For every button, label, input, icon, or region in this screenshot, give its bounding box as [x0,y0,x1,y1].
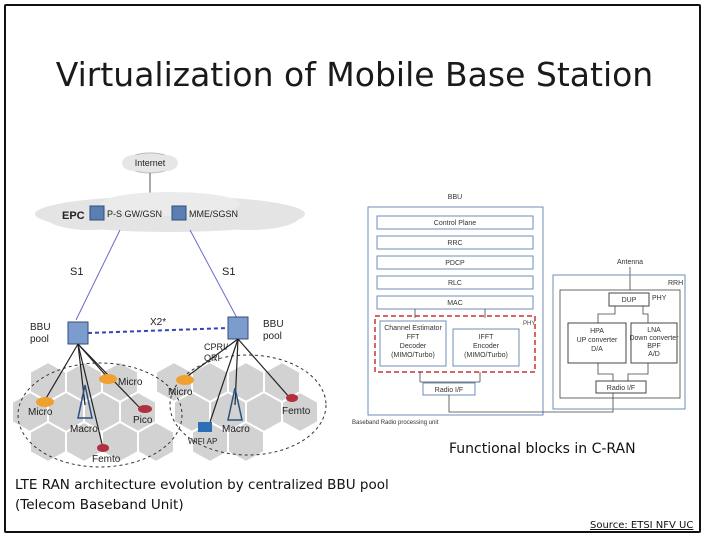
rrh-phy-box [559,289,681,399]
internet-label: Internet [135,158,166,168]
mme-label: MME/SGSN [189,209,238,219]
cell-label-pico: Pico [133,415,153,426]
cell-label-femto: Femto [282,406,311,417]
ch-est-line: Decoder [400,343,427,350]
ch-est-line: FFT [407,334,421,341]
cell-label-macro: Macro [222,424,250,435]
bbu-box [367,206,544,416]
cran-caption: Functional blocks in C-RAN [449,441,636,457]
layer-label: MAC [447,300,463,307]
bbu-left-label: BBU [30,322,51,333]
lna-box [630,322,678,364]
rrh-radio-if-label: Radio I/F [607,385,635,392]
coverage-left [17,362,183,468]
layer-pdcp [376,255,534,270]
lte-caption-line-1: LTE RAN architecture evolution by centra… [15,477,389,493]
slide-frame [4,4,701,533]
pgw-label: P-S GW/GSN [107,209,162,219]
hpa-radio-line [597,363,614,381]
hpa-line: HPA [590,328,604,335]
pgw-server-icon [89,205,105,221]
hpa-box [567,322,627,364]
lna-line: A/D [648,351,660,358]
dup-hpa-line [597,306,616,323]
ifft-encoder-box [452,328,520,367]
antenna-label: Antenna [617,259,643,266]
bbu-rrh-link [448,393,614,413]
mme-server-icon [171,205,187,221]
dup-label: DUP [622,297,637,304]
cell-label-macro: Macro [70,424,98,435]
cell-label-micro: Micro [118,377,143,388]
layer-label: RRC [447,240,462,247]
micro-cell-icon [36,397,54,407]
rrh-phy-label: PHY [652,295,667,302]
layer-label: RLC [448,280,462,287]
phy-box [374,315,536,373]
lna-line: BPF [647,343,661,350]
rrh-box [552,274,686,410]
layer-rlc [376,275,534,290]
dup-box [608,292,650,307]
source-note: Source: ETSI NFV UC [590,520,694,531]
wifi-ap-icon [198,422,212,432]
layer-mac [376,295,534,310]
ifft-line: IFFT [479,334,494,341]
cell-label-micro: Micro [168,387,193,398]
rrh-radio-if-box [595,380,647,394]
s1-link-right [189,229,238,319]
x2-link [87,327,229,334]
macro-tower-icon [77,384,93,419]
hpa-line: UP converter [577,337,618,344]
bbu-radio-if-label: Radio I/F [435,387,463,394]
macro-tower-icon [227,387,243,421]
lna-radio-line [627,363,649,381]
bbu-left-label-2: pool [30,334,49,345]
cell-hexagons [11,360,319,464]
s1-right-label: S1 [222,266,235,278]
cell-label-wifi: WIFI AP [188,437,217,446]
lna-line: Down converter [629,335,679,342]
cell-label-femto: Femto [92,454,121,465]
epc-label: EPC [62,210,85,222]
cell-label-micro: Micro [28,407,53,418]
fronthaul-right [184,338,291,423]
micro-cell-icon [99,374,117,384]
rrh-label: RRH [668,280,683,287]
lna-line: LNA [647,327,661,334]
micro-cell-icon [176,375,194,385]
x2-label: X2* [150,317,166,328]
slide-title: Virtualization of Mobile Base Station [55,55,654,94]
femto-cell-icon [286,394,298,402]
layer-rrc [376,235,534,250]
channel-estimator-box [379,320,447,367]
ifft-line: (MIMO/Turbo) [464,352,508,359]
layer-control-plane [376,215,534,230]
phy-tag: PHY [523,321,535,327]
hpa-line: D/A [591,346,603,353]
layer-label: Control Plane [434,220,477,227]
ifft-line: Encoder [473,343,500,350]
bbu-right-label-2: pool [263,331,282,342]
coverage-right [169,354,327,456]
lte-caption-line-2: (Telecom Baseband Unit) [15,497,184,513]
femto-cell-icon [97,444,109,452]
ch-est-line: Channel Estimator [384,325,442,332]
layer-label: PDCP [445,260,465,267]
cpri-label: CPRI/ [204,342,229,352]
s1-link-left [75,229,121,321]
internet-cloud [122,152,178,174]
baseband-label: Baseband Radio processing unit [352,420,439,426]
bbu-box-label: BBU [448,194,462,201]
ch-est-line: (MIMO/Turbo) [391,352,435,359]
pico-cell-icon [138,405,152,413]
s1-left-label: S1 [70,266,83,278]
bbu-right-label: BBU [263,319,284,330]
dup-lna-line [642,306,649,323]
